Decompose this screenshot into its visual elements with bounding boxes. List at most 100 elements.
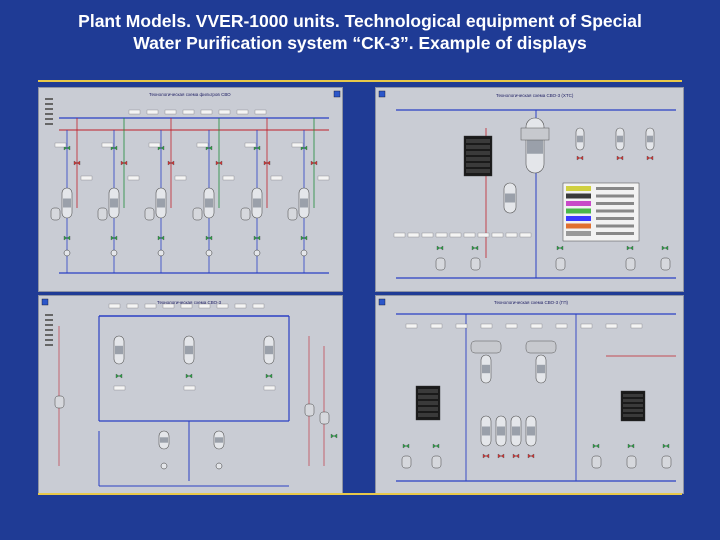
readout-icon: [605, 323, 618, 329]
readout-icon: [236, 109, 249, 115]
readout-icon: [198, 303, 211, 309]
readout-icon: [54, 142, 67, 148]
valve-icon: [115, 373, 123, 379]
legend-line-icon: [45, 344, 53, 346]
readout-icon: [505, 323, 518, 329]
tank-icon: [661, 455, 672, 469]
readout-icon: [505, 232, 518, 238]
display-menu-icon: [378, 298, 386, 306]
legend-line-icon: [45, 314, 53, 316]
valve-icon: [482, 453, 490, 459]
pump-icon: [63, 249, 71, 257]
valve-icon: [556, 245, 564, 251]
status-row-icon: [466, 169, 490, 173]
vessel-band-icon: [63, 198, 71, 208]
valve-icon: [646, 155, 654, 161]
readout-icon: [252, 303, 265, 309]
panel-caption: Технологическая схема СВО-3: [157, 300, 222, 305]
readout-icon: [530, 323, 543, 329]
readout-icon: [174, 175, 187, 181]
readout-icon: [421, 232, 434, 238]
legend-line-icon: [45, 98, 53, 100]
tank-icon: [287, 207, 298, 221]
readout-icon: [180, 303, 193, 309]
schematic-diagram: [378, 90, 676, 279]
valve-icon: [205, 235, 213, 241]
legend-line-icon: [45, 339, 53, 341]
status-row-icon: [623, 394, 643, 397]
vessel-band-icon: [482, 426, 490, 436]
vessel-band-icon: [617, 135, 623, 143]
tank-icon: [431, 455, 442, 469]
readout-icon: [164, 109, 177, 115]
readout-icon: [291, 142, 304, 148]
schematic-diagram: [45, 90, 341, 274]
vessel-band-icon: [527, 426, 535, 436]
vessel-band-icon: [647, 135, 653, 143]
vessel-band-icon: [110, 198, 118, 208]
status-row-icon: [623, 409, 643, 412]
readout-icon: [491, 232, 504, 238]
panel-caption: Технологическая схема фильтров СВО: [149, 92, 231, 97]
valve-icon: [157, 235, 165, 241]
tank-icon: [192, 207, 203, 221]
legend-line-icon: [45, 108, 53, 110]
status-row-icon: [418, 413, 438, 417]
status-row-icon: [418, 407, 438, 411]
readout-icon: [555, 323, 568, 329]
status-row-icon: [623, 404, 643, 407]
vessel-band-icon: [482, 364, 490, 374]
readout-icon: [393, 232, 406, 238]
valve-icon: [662, 443, 670, 449]
pump-icon: [215, 462, 223, 470]
legend-line-icon: [45, 334, 53, 336]
status-row-icon: [466, 157, 490, 161]
legend-text-icon: [596, 187, 634, 190]
readout-icon: [218, 109, 231, 115]
valve-icon: [576, 155, 584, 161]
valve-icon: [436, 245, 444, 251]
tank-icon: [435, 257, 446, 271]
legend-line-icon: [45, 118, 53, 120]
valve-icon: [616, 155, 624, 161]
readout-icon: [234, 303, 247, 309]
legend-text-icon: [596, 194, 634, 198]
vessel-band-icon: [205, 198, 213, 208]
valve-icon: [73, 160, 81, 166]
bottom-divider: [38, 493, 682, 495]
readout-icon: [317, 175, 330, 181]
valve-icon: [402, 443, 410, 449]
vessel-band-icon: [115, 345, 123, 355]
panel-caption: Технологическая схема СВО-3 (ГП): [494, 300, 569, 305]
tank-icon: [660, 257, 671, 271]
legend-line-icon: [45, 319, 53, 321]
pump-icon: [253, 249, 261, 257]
status-row-icon: [418, 395, 438, 399]
vessel-band-icon: [537, 364, 545, 374]
display-panel-bottom-left: Технологическая схема СВО-3: [38, 295, 343, 494]
status-row-icon: [466, 163, 490, 167]
legend-swatch-icon: [566, 231, 591, 236]
valve-icon: [265, 373, 273, 379]
tank-icon: [144, 207, 155, 221]
valve-icon: [432, 443, 440, 449]
readout-icon: [182, 109, 195, 115]
legend-swatch-icon: [566, 201, 591, 206]
readout-icon: [263, 385, 276, 391]
valve-icon: [167, 160, 175, 166]
valve-icon: [185, 373, 193, 379]
pump-icon: [160, 462, 168, 470]
legend-swatch-icon: [566, 193, 591, 199]
display-panel-top-right: Технологическая схема СВО-3 (ХТС): [375, 87, 684, 292]
readout-icon: [108, 303, 121, 309]
readout-icon: [519, 232, 532, 238]
readout-icon: [244, 142, 257, 148]
readout-icon: [449, 232, 462, 238]
pump-icon: [110, 249, 118, 257]
status-row-icon: [623, 414, 643, 417]
readout-icon: [127, 175, 140, 181]
legend-text-icon: [596, 224, 634, 228]
valve-icon: [110, 235, 118, 241]
tank-icon: [625, 257, 636, 271]
valve-icon: [497, 453, 505, 459]
